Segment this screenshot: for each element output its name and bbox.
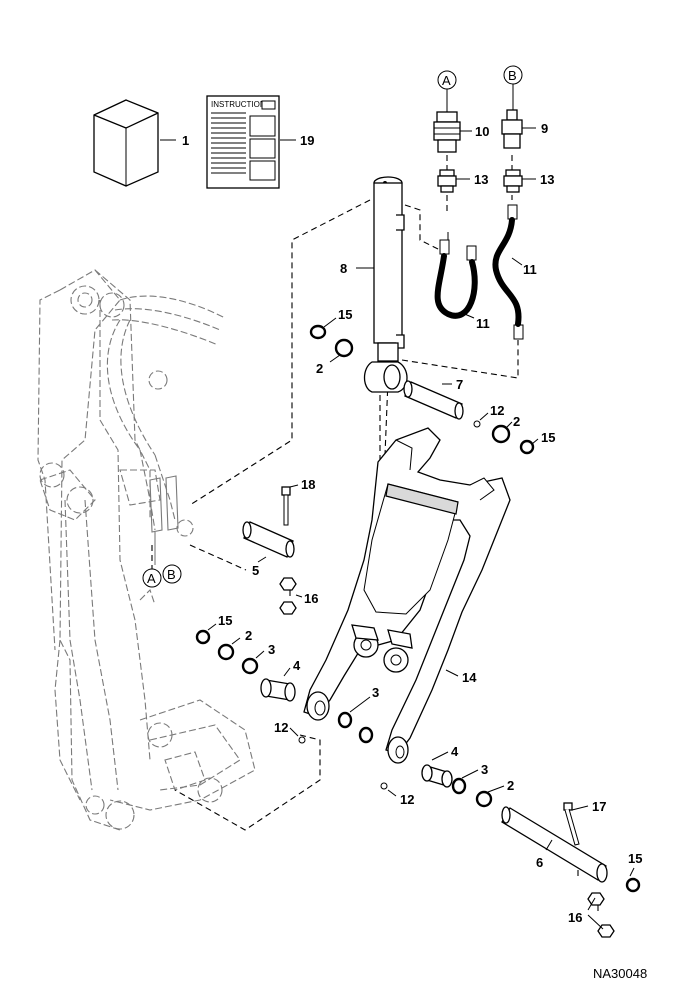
bushing-4-left (260, 678, 296, 702)
coupler-male (501, 109, 523, 149)
callout-1: 1 (182, 133, 189, 148)
drawing-code: NA30048 (593, 966, 647, 981)
callout-7: 7 (456, 377, 463, 392)
excavator-arm-ghost (37, 269, 256, 831)
adapter-a (437, 169, 457, 193)
callout-3-a: 3 (268, 642, 275, 657)
callout-13-b: 13 (540, 172, 554, 187)
callout-19: 19 (300, 133, 314, 148)
hydraulic-thumb (303, 427, 511, 764)
callout-15-b: 15 (541, 430, 555, 445)
callout-15-d: 15 (628, 851, 642, 866)
instructions-label: INSTRUCTIONS (211, 100, 271, 109)
connection-b-bottom: B (167, 567, 176, 582)
bolt-18 (281, 486, 291, 526)
coupler-female (433, 111, 461, 153)
callout-14: 14 (462, 670, 477, 685)
hose-left (434, 232, 478, 319)
callout-18: 18 (301, 477, 315, 492)
callout-12-c: 12 (400, 792, 414, 807)
callout-4-a: 4 (293, 658, 301, 673)
callout-11-b: 11 (523, 262, 537, 277)
pin-6 (501, 806, 608, 883)
connection-b-top: B (508, 68, 517, 83)
callout-2-a: 2 (316, 361, 323, 376)
pin-5 (242, 521, 295, 558)
callout-4-b: 4 (451, 744, 459, 759)
connection-circles (142, 65, 523, 588)
ring-seals (195, 324, 641, 893)
leader-lines (160, 127, 635, 930)
callout-3-b: 3 (372, 685, 379, 700)
callout-11-a: 11 (476, 316, 490, 331)
pin-7 (403, 380, 464, 420)
callout-8: 8 (340, 261, 347, 276)
nut-16-upper (279, 577, 297, 615)
grease-fittings (298, 420, 481, 790)
adapter-b (503, 169, 523, 193)
callout-12-b: 12 (274, 720, 288, 735)
bushing-4-right (421, 764, 453, 788)
bolt-17 (563, 802, 580, 846)
callout-9: 9 (541, 121, 548, 136)
callout-2-c: 2 (245, 628, 252, 643)
callouts: 1 19 10 9 13 13 8 11 11 15 2 7 12 2 15 1… (182, 121, 642, 925)
callout-6: 6 (536, 855, 543, 870)
callout-10: 10 (475, 124, 489, 139)
callout-16-a: 16 (304, 591, 318, 606)
callout-15-c: 15 (218, 613, 232, 628)
callout-2-d: 2 (507, 778, 514, 793)
hose-right (492, 204, 524, 340)
instructions-sheet: INSTRUCTIONS (206, 95, 280, 189)
callout-13-a: 13 (474, 172, 488, 187)
callout-12-a: 12 (490, 403, 504, 418)
connection-a-bottom: A (147, 571, 156, 586)
callout-2-b: 2 (513, 414, 520, 429)
kit-box (93, 99, 159, 187)
callout-5: 5 (252, 563, 259, 578)
connection-a-top: A (442, 73, 451, 88)
callout-3-c: 3 (481, 762, 488, 777)
callout-17: 17 (592, 799, 606, 814)
callout-16-b: 16 (568, 910, 582, 925)
nut-16-lower (587, 892, 615, 938)
hydraulic-cylinder (363, 176, 408, 393)
callout-15-a: 15 (338, 307, 352, 322)
